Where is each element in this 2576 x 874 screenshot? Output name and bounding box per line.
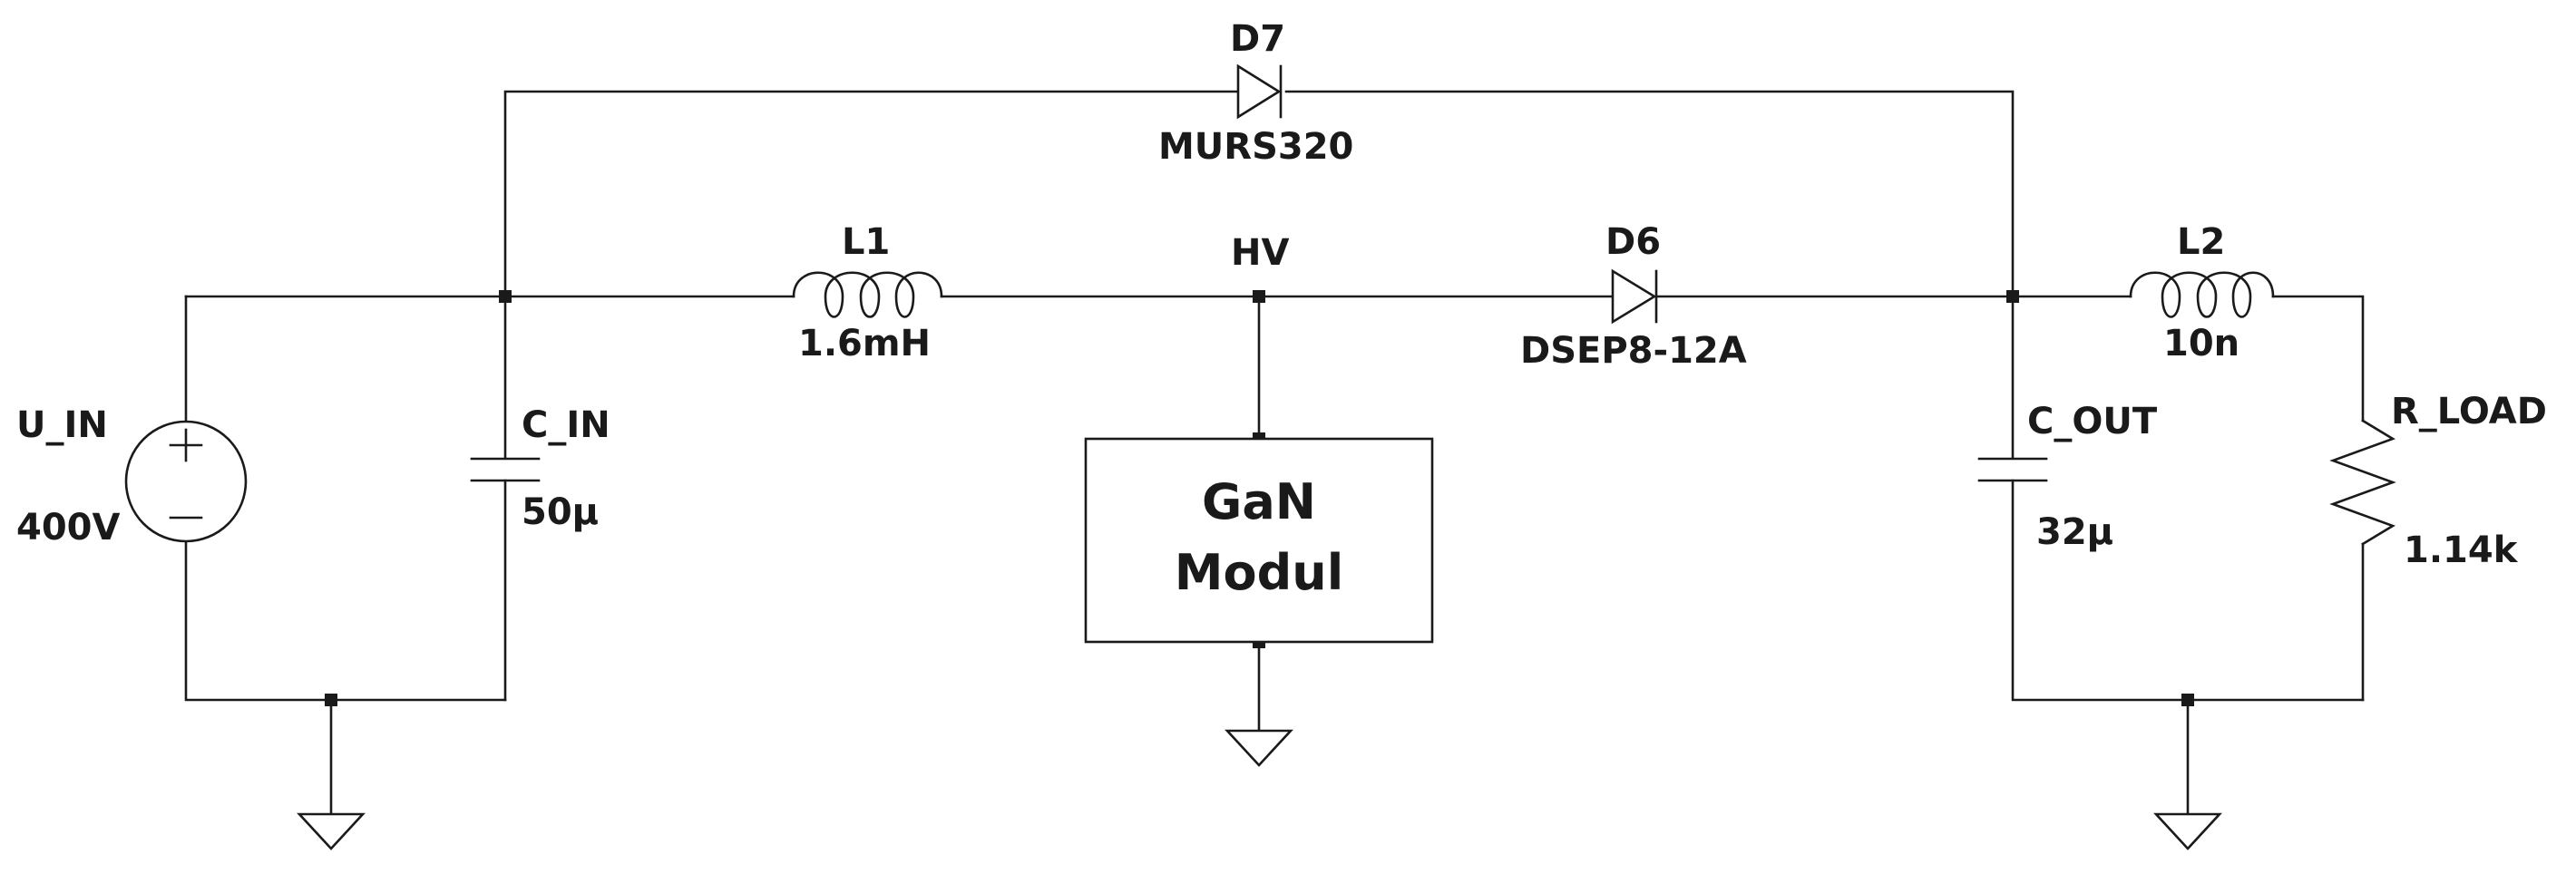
d6-value: DSEP8-12A [1520, 330, 1747, 372]
c-in-value: 50µ [522, 491, 599, 533]
u-in-value: 400V [16, 507, 120, 549]
ground-symbol-left [297, 812, 366, 850]
l2-value: 10n [2163, 323, 2239, 364]
diode-d7 [1236, 63, 1283, 120]
junctions [325, 290, 2194, 706]
c-out-name: C_OUT [2027, 401, 2158, 442]
net-label-hv: HV [1231, 232, 1289, 274]
capacitor-c-in [470, 457, 541, 482]
u-in-name: U_IN [16, 404, 108, 446]
junction-cout-top [2006, 290, 2019, 303]
junction-hv [1253, 290, 1265, 303]
voltage-source-u-in [124, 420, 248, 543]
wire-bypass-top-right [1284, 90, 2015, 298]
r-load-value: 1.14k [2404, 529, 2519, 571]
wires [184, 90, 2365, 816]
wire-cout-bottom [2011, 479, 2365, 702]
resistor-r-load [2329, 419, 2396, 546]
r-load-name: R_LOAD [2391, 391, 2547, 432]
c-in-name: C_IN [522, 404, 610, 446]
gan-module-block [1084, 437, 1434, 644]
d6-name: D6 [1605, 221, 1661, 263]
c-out-value: 32µ [2036, 511, 2113, 553]
l2-name: L2 [2177, 221, 2225, 263]
inductor-l1 [792, 271, 943, 318]
l1-value: 1.6mH [798, 323, 931, 364]
capacitor-c-out [1977, 457, 2048, 482]
ground-symbol-center [1225, 729, 1293, 767]
wire-bypass-top [503, 90, 1240, 298]
wire-rail-right [2271, 295, 2365, 422]
d7-value: MURS320 [1158, 126, 1353, 168]
gan-module-line2: Modul [1175, 544, 1343, 601]
junction-gnd-right [2181, 694, 2194, 706]
inductor-l2 [2129, 271, 2275, 318]
junction-cin-top [499, 290, 512, 303]
junction-gnd-left [325, 694, 337, 706]
d7-name: D7 [1230, 18, 1285, 60]
wire-uin-bottom [184, 539, 507, 702]
l1-name: L1 [842, 221, 890, 263]
diode-d6 [1611, 268, 1658, 325]
gan-module-line1: GaN [1202, 473, 1316, 530]
ground-symbol-right [2153, 812, 2222, 850]
